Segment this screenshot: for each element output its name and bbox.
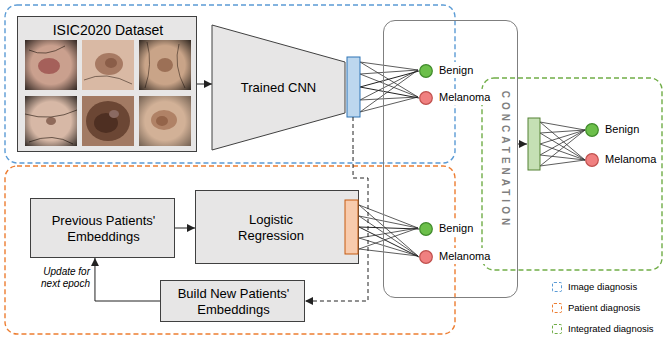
box-label: Previous Patients' Embeddings <box>35 199 172 259</box>
legend-swatch <box>552 282 562 292</box>
box-label: Build New Patients' Embeddings <box>165 281 302 323</box>
legend: Image diagnosisPatient diagnosisIntegrat… <box>552 276 654 339</box>
class-label: Benign <box>437 220 475 236</box>
connector <box>360 71 419 87</box>
neuron-circle <box>420 223 433 236</box>
integrated-region <box>482 78 662 270</box>
connector <box>359 227 419 257</box>
legend-text: Image diagnosis <box>568 281 637 292</box>
network-lines <box>359 62 585 256</box>
dataset-fill <box>17 16 197 152</box>
neuron-shape <box>419 91 433 105</box>
concatenation-box: CONCATENATIONBenignMelanomaBenignMelanom… <box>383 20 518 298</box>
neuron-shape <box>585 123 599 137</box>
output-neuron: Melanoma <box>585 153 599 167</box>
box-label: Logistic Regression <box>216 191 326 265</box>
dataset-box: ISIC2020 Dataset <box>17 16 197 152</box>
legend-item: Patient diagnosis <box>552 297 654 318</box>
output-neuron: Benign <box>419 222 433 236</box>
vertical-label: CONCATENATION <box>500 91 511 229</box>
legend-swatch <box>552 303 562 313</box>
integrated-embedding-bar <box>528 118 540 170</box>
concat-arrow <box>518 144 527 145</box>
class-label: Melanoma <box>603 151 658 167</box>
legend-text: Patient diagnosis <box>568 302 640 313</box>
neuron-circle <box>586 124 599 137</box>
neuron-shape <box>419 250 433 264</box>
class-label: Melanoma <box>437 89 492 105</box>
legend-text: Integrated diagnosis <box>568 323 654 334</box>
class-label: Melanoma <box>437 248 492 264</box>
output-neuron: Melanoma <box>419 250 433 264</box>
edge-label: Update for next epoch <box>34 266 90 290</box>
trapezoid <box>212 25 345 150</box>
model-box: Logistic Regression <box>195 190 359 264</box>
connector <box>360 87 419 98</box>
connector <box>175 228 195 229</box>
legend-swatch <box>552 324 562 334</box>
neuron-circle <box>420 92 433 105</box>
region-outlines <box>5 5 662 334</box>
neuron-shape <box>585 153 599 167</box>
process-box: Previous Patients' Embeddings <box>30 198 175 258</box>
connector <box>197 84 212 85</box>
lesion-thumbnails <box>25 40 191 146</box>
neuron-shape <box>419 222 433 236</box>
neuron-circle <box>420 65 433 78</box>
embedding-tap <box>353 117 354 150</box>
output-neuron: Melanoma <box>419 91 433 105</box>
class-label: Benign <box>603 121 641 137</box>
image-embedding-bar <box>347 57 360 117</box>
neuron-circle <box>420 251 433 264</box>
process-box: Build New Patients' Embeddings <box>160 280 305 322</box>
block-label: Trained CNN <box>212 25 345 150</box>
image-region <box>5 5 455 163</box>
connector <box>359 227 419 229</box>
box-title: ISIC2020 Dataset <box>18 20 198 40</box>
legend-item: Image diagnosis <box>552 276 654 297</box>
patient-embedding-bar <box>345 200 358 254</box>
output-neuron: Benign <box>419 64 433 78</box>
legend-item: Integrated diagnosis <box>552 318 654 339</box>
class-label: Benign <box>437 62 475 78</box>
neuron-circle <box>586 154 599 167</box>
cnn-trapezoid: Trained CNN <box>212 25 360 150</box>
patient-region <box>5 166 455 334</box>
output-neuron: Benign <box>585 123 599 137</box>
neuron-shape <box>419 64 433 78</box>
connector <box>95 258 160 301</box>
